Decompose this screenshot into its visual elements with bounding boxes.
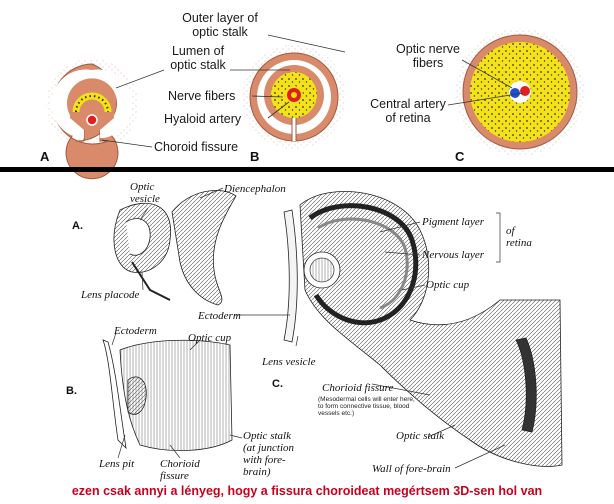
top-leader-lines (101, 34, 524, 148)
label-pigment-layer: Pigment layer (422, 216, 485, 228)
label-chorioid-fissure-c: Chorioid fissure (322, 382, 394, 394)
drawing-b-optic-cup (102, 339, 233, 451)
panel-label-c-top: C (455, 149, 465, 164)
label-nervous-layer: Nervous layer (422, 249, 485, 261)
label-lens-pit: Lens pit (99, 458, 135, 470)
label-chorioid-fissure-b: Chorioid fissure (160, 458, 200, 482)
label-nerve-fibers: Nerve fibers (168, 89, 236, 103)
panel-label-c-bottom: C. (272, 378, 283, 390)
label-optic-vesicle: Optic vesicle (130, 181, 160, 205)
label-optic-stalk-c: Optic stalk (396, 430, 444, 442)
label-outer-layer: Outer layer of optic stalk (182, 11, 258, 39)
label-hyaloid-artery: Hyaloid artery (164, 112, 242, 126)
drawing-c-optic-cup (283, 191, 563, 467)
panel-label-a-top: A (40, 149, 50, 164)
diagram-b-optic-stalk (242, 45, 346, 149)
label-lumen: Lumen of optic stalk (170, 44, 226, 72)
label-central-artery: Central artery of retina (370, 97, 446, 125)
diagram-a-optic-stalk (46, 59, 138, 180)
label-ectoderm-b: Ectoderm (114, 325, 157, 337)
label-of-retina: of retina (506, 225, 532, 249)
label-wall-forebrain: Wall of fore-brain (372, 463, 451, 475)
panel-label-b-top: B (250, 149, 260, 164)
label-choroid-fissure: Choroid fissure (154, 140, 239, 154)
label-optic-stalk-b: Optic stalk (at junction with fore- brai… (243, 430, 295, 478)
label-optic-nerve-fibers: Optic nerve fibers (396, 42, 460, 70)
panel-label-b-bottom: B. (66, 385, 77, 397)
drawing-a-optic-vesicle (113, 189, 237, 306)
label-optic-cup-c: Optic cup (426, 279, 470, 291)
section-divider (0, 167, 614, 172)
label-diencephalon: Diencephalon (224, 183, 286, 195)
label-lens-placode: Lens placode (81, 289, 140, 301)
bottom-leader-lines (111, 187, 506, 469)
label-mesodermal-note: (Mesodermal cells will enter here, to fo… (318, 396, 415, 417)
label-ectoderm-a: Ectoderm (198, 310, 241, 322)
label-lens-vesicle: Lens vesicle (262, 356, 316, 368)
panel-label-a-bottom: A. (72, 220, 83, 232)
caption-note: ezen csak annyi a lényeg, hogy a fissura… (71, 484, 543, 498)
diagram-c-optic-nerve (456, 28, 584, 156)
label-optic-cup-b: Optic cup (188, 332, 232, 344)
